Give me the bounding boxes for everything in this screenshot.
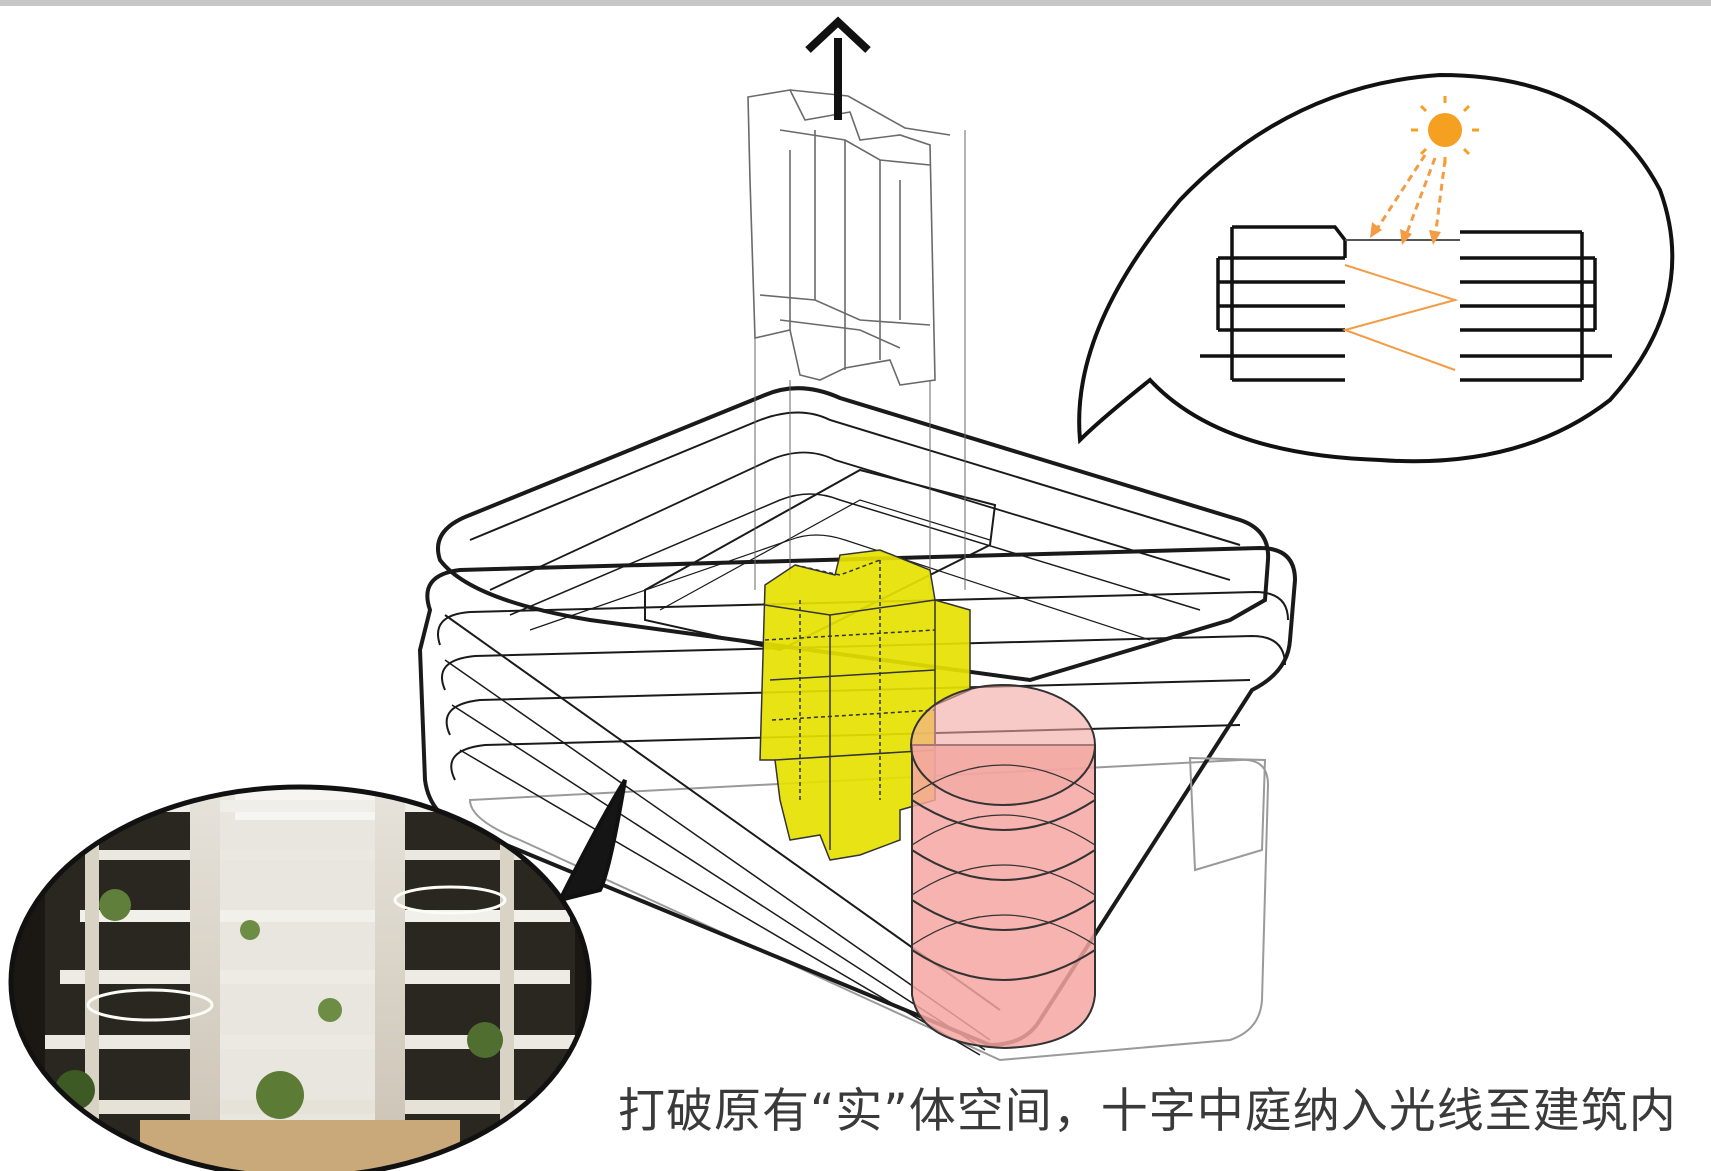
light-rays bbox=[1373, 154, 1447, 239]
arrow-up bbox=[805, 16, 871, 120]
top-border bbox=[0, 0, 1711, 6]
section-bubble bbox=[1077, 72, 1675, 464]
light-ray-heads bbox=[1370, 222, 1441, 245]
extracted-cross-volume bbox=[747, 89, 966, 590]
section-slabs bbox=[1200, 225, 1612, 382]
diagram-caption: 打破原有“实”体空间，十字中庭纳入光线至建筑内 bbox=[618, 1084, 1677, 1139]
light-zigzag bbox=[1341, 264, 1459, 371]
base-slab bbox=[468, 758, 1270, 1062]
atrium-interior-image bbox=[11, 787, 589, 1171]
interior-render-bubble bbox=[8, 778, 627, 1171]
cylindrical-volume bbox=[910, 684, 1096, 1050]
upper-slab bbox=[436, 386, 1271, 683]
sun-icon bbox=[1411, 96, 1479, 164]
